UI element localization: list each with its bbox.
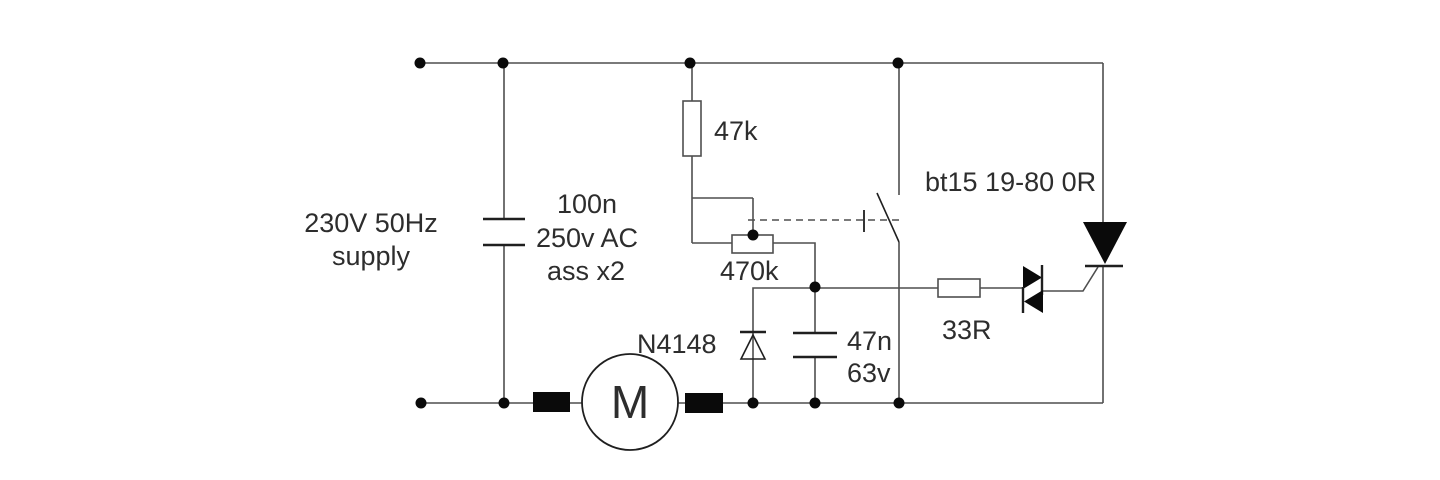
suppression-capacitor-note-label: ass x2 xyxy=(547,256,625,286)
diac-triangle-lower xyxy=(1024,290,1043,313)
gate-line-left xyxy=(752,287,938,332)
suppression-capacitor-value-label: 100n xyxy=(557,189,617,219)
junction-dot xyxy=(893,397,905,409)
junction-dots xyxy=(414,57,905,409)
resistor-33r-body xyxy=(937,278,981,298)
resistor-33r-label: 33R xyxy=(942,315,992,345)
junction-dot xyxy=(498,397,510,409)
suppressor-box-right xyxy=(685,393,723,413)
resistor-47k-body xyxy=(682,100,702,157)
supply-label-line2: supply xyxy=(332,241,411,271)
labels: 230V 50Hz supply 100n 250v AC ass x2 47k… xyxy=(304,116,1096,388)
gate-capacitor-value-label: 47n xyxy=(847,326,892,356)
junction-dot xyxy=(684,57,696,69)
junction-dot xyxy=(809,397,821,409)
switch-blade xyxy=(876,192,900,243)
triac-part-label: bt15 19-80 0R xyxy=(925,167,1096,197)
motor-letter: M xyxy=(611,376,649,428)
supply-terminal-dot-top xyxy=(414,57,426,69)
diode-part-label: N4148 xyxy=(637,329,717,359)
supply-terminal-dot-bottom xyxy=(415,397,427,409)
diode-triangle xyxy=(739,333,767,360)
gate-capacitor-rating-label: 63v xyxy=(847,358,891,388)
suppressor-box-left xyxy=(533,392,570,412)
supply-label-line1: 230V 50Hz xyxy=(304,208,438,238)
resistor-47k-label: 47k xyxy=(714,116,758,146)
junction-dot xyxy=(497,57,509,69)
junction-dot xyxy=(892,57,904,69)
diac-to-gate-wire xyxy=(1043,266,1099,292)
potentiometer-wiper-dot xyxy=(747,229,759,241)
wires xyxy=(420,62,1104,404)
diac-triangle-upper xyxy=(1023,266,1042,289)
junction-dot xyxy=(809,281,821,293)
triac-triangle xyxy=(1083,222,1127,264)
junction-dot xyxy=(747,397,759,409)
suppression-capacitor-rating-label: 250v AC xyxy=(536,223,638,253)
pot-lead-right xyxy=(773,242,816,287)
motor-circle xyxy=(581,353,679,451)
potentiometer-470k-label: 470k xyxy=(720,256,779,286)
